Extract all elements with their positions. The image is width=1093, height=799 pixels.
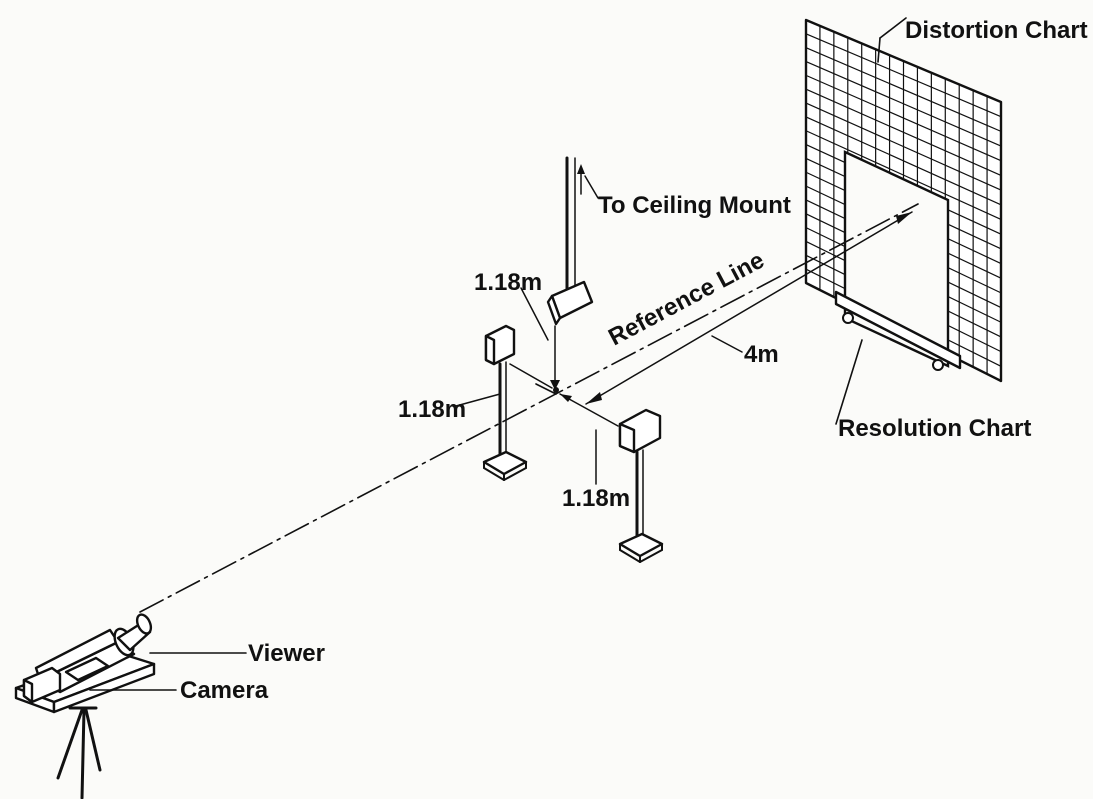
label-camera: Camera	[180, 677, 269, 704]
dimension-4m	[585, 211, 913, 405]
label-dim-4m: 4m	[744, 341, 779, 368]
resolution-chart	[834, 290, 962, 371]
label-viewer: Viewer	[248, 640, 325, 667]
left-lamp	[482, 324, 553, 481]
label-reference-line: Reference Line	[604, 247, 769, 352]
label-dim-bottom: 1.18m	[562, 485, 630, 512]
center-point	[455, 287, 597, 485]
label-to-ceiling-mount: To Ceiling Mount	[598, 192, 791, 219]
camera-viewer-rig	[14, 613, 156, 799]
right-lamp	[559, 393, 664, 563]
reference-line	[139, 203, 919, 613]
ceiling-light	[546, 156, 599, 390]
label-dim-left: 1.18m	[398, 396, 466, 423]
label-resolution-chart: Resolution Chart	[838, 415, 1031, 442]
label-dim-top: 1.18m	[474, 269, 542, 296]
label-distortion-chart: Distortion Chart	[905, 17, 1088, 44]
label-leaders	[89, 17, 907, 691]
